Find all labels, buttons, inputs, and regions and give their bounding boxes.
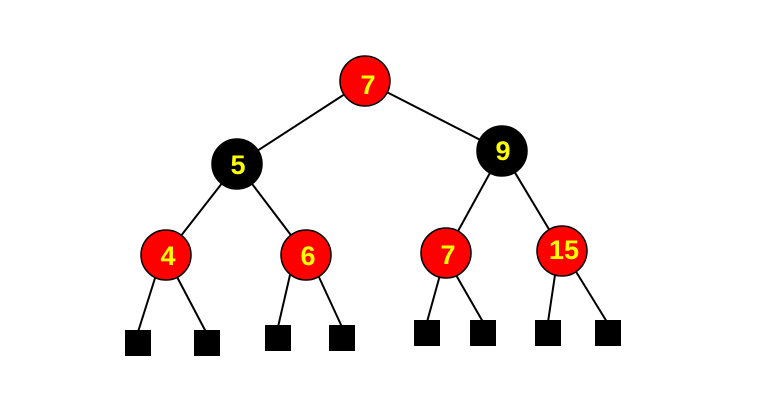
node-15: 15 (536, 225, 588, 277)
edge-4-nil-right (175, 274, 207, 333)
node-5: 5 (211, 138, 263, 190)
node-7-right: 7 (420, 227, 472, 279)
node-label: 7 (440, 240, 455, 270)
node-circle (476, 125, 528, 177)
nil-leaf (470, 320, 496, 346)
node-circle (339, 55, 391, 107)
node-circle (420, 227, 472, 279)
node-4: 4 (140, 229, 192, 281)
node-label: 6 (300, 241, 315, 271)
node-label: 15 (549, 235, 579, 265)
node-9: 9 (476, 125, 528, 177)
node-circle (280, 229, 332, 281)
edge-6-nil-left (277, 274, 291, 328)
node-label: 4 (160, 241, 175, 271)
node-label: 9 (495, 136, 510, 166)
edge-15-nil-right (574, 269, 608, 323)
nil-leaf (265, 325, 291, 351)
node-circle (140, 229, 192, 281)
nil-leaf (329, 325, 355, 351)
nil-leaf (125, 330, 151, 356)
edge-7b-nil-left (426, 274, 441, 323)
node-circle (536, 225, 588, 277)
node-label: 5 (230, 150, 245, 180)
nil-leaf (535, 320, 561, 346)
node-7-root: 7 (339, 55, 391, 107)
edge-4-nil-left (137, 274, 157, 333)
edge-7b-nil-right (455, 274, 484, 323)
nil-leaf (595, 320, 621, 346)
nil-leaf (194, 330, 220, 356)
edge-6-nil-right (317, 274, 343, 328)
node-label: 7 (360, 70, 375, 100)
nil-leaf (414, 320, 440, 346)
node-6: 6 (280, 229, 332, 281)
edge-15-nil-left (547, 274, 556, 323)
node-circle (211, 138, 263, 190)
